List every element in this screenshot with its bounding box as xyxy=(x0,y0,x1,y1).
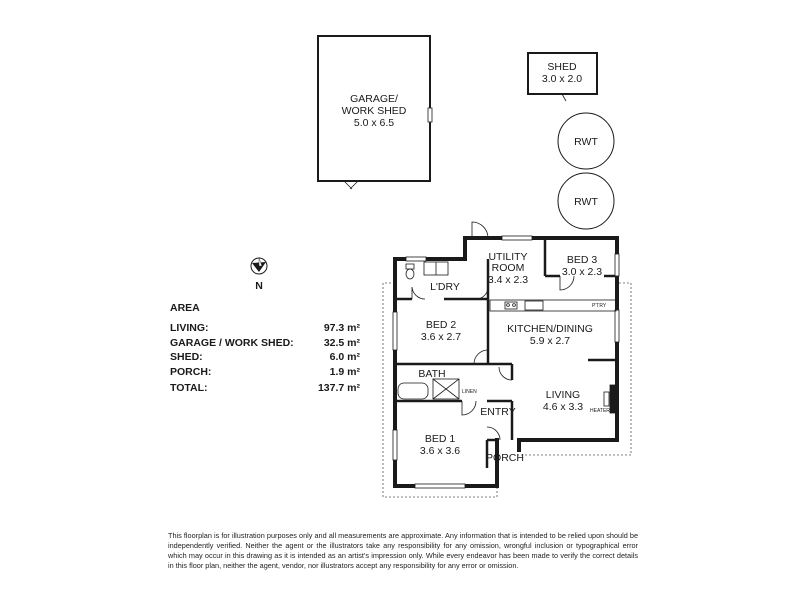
living-dims: 4.6 x 3.3 xyxy=(543,401,583,413)
area-row: LIVING: 97.3 m² xyxy=(170,321,360,336)
utility-dims: 3.4 x 2.3 xyxy=(488,274,528,286)
area-row-value: 1.9 m² xyxy=(329,365,360,378)
garage-label-2: WORK SHED xyxy=(342,105,407,117)
room-labels: UTILITY ROOM 3.4 x 2.3 BED 3 3.0 x 2.3 L… xyxy=(418,251,610,464)
area-row: SHED: 6.0 m² xyxy=(170,350,360,365)
area-title: AREA xyxy=(170,302,200,314)
doors xyxy=(411,221,575,441)
garage-label-1: GARAGE/ xyxy=(350,93,398,105)
bed1-label: BED 1 xyxy=(425,433,456,445)
area-schedule: AREA LIVING: 97.3 m² GARAGE / WORK SHED:… xyxy=(170,302,360,396)
bed1-dims: 3.6 x 3.6 xyxy=(420,445,460,457)
area-total-row: TOTAL: 137.7 m² xyxy=(170,381,360,396)
area-row-value: 6.0 m² xyxy=(329,351,360,363)
bed3-label: BED 3 xyxy=(567,254,598,266)
rwt-label-1: RWT xyxy=(574,136,598,148)
rainwater-tank-2: RWT xyxy=(557,172,615,230)
garage-dims: 5.0 x 6.5 xyxy=(354,117,394,129)
area-row-label: SHED: xyxy=(170,351,203,363)
garage-structure: GARAGE/ WORK SHED 5.0 x 6.5 xyxy=(317,35,433,190)
area-row-label: GARAGE / WORK SHED: xyxy=(170,336,294,349)
area-row: GARAGE / WORK SHED: 32.5 m² xyxy=(170,336,360,351)
windows xyxy=(392,235,620,489)
utility-label-2: ROOM xyxy=(492,262,525,274)
kitchen-label: KITCHEN/DINING xyxy=(507,323,593,335)
area-row: PORCH: 1.9 m² xyxy=(170,365,360,380)
area-total-value: 137.7 m² xyxy=(317,382,360,394)
pantry-label: P'TRY xyxy=(592,303,607,309)
fixtures xyxy=(397,261,618,414)
bed2-dims: 3.6 x 2.7 xyxy=(421,331,461,343)
rainwater-tank-1: RWT xyxy=(557,112,615,170)
shed-dims: 3.0 x 2.0 xyxy=(542,73,582,85)
shed-structure: SHED 3.0 x 2.0 xyxy=(527,52,598,102)
area-row-value: 32.5 m² xyxy=(323,336,360,349)
shed-label: SHED xyxy=(547,61,577,73)
heater-label: HEATER xyxy=(590,408,610,414)
utility-label-1: UTILITY xyxy=(488,251,527,263)
rwt-label-2: RWT xyxy=(574,196,598,208)
disclaimer-text: This floorplan is for illustration purpo… xyxy=(168,531,638,570)
bed3-dims: 3.0 x 2.3 xyxy=(562,266,602,278)
linen-label: LINEN xyxy=(462,389,477,395)
bed2-label: BED 2 xyxy=(426,319,457,331)
kitchen-dims: 5.9 x 2.7 xyxy=(530,335,570,347)
area-total-label: TOTAL: xyxy=(170,382,208,394)
living-label: LIVING xyxy=(546,389,580,401)
bath-label: BATH xyxy=(418,368,445,380)
laundry-label: L'DRY xyxy=(430,281,460,293)
area-row-value: 97.3 m² xyxy=(323,322,360,334)
area-row-label: PORCH: xyxy=(170,365,212,378)
north-compass: N xyxy=(250,257,268,292)
porch-label: PORCH xyxy=(486,452,524,464)
area-row-label: LIVING: xyxy=(170,322,209,334)
entry-label: ENTRY xyxy=(480,406,515,418)
compass-n-label: N xyxy=(255,280,263,292)
boundary-outline xyxy=(382,282,632,498)
